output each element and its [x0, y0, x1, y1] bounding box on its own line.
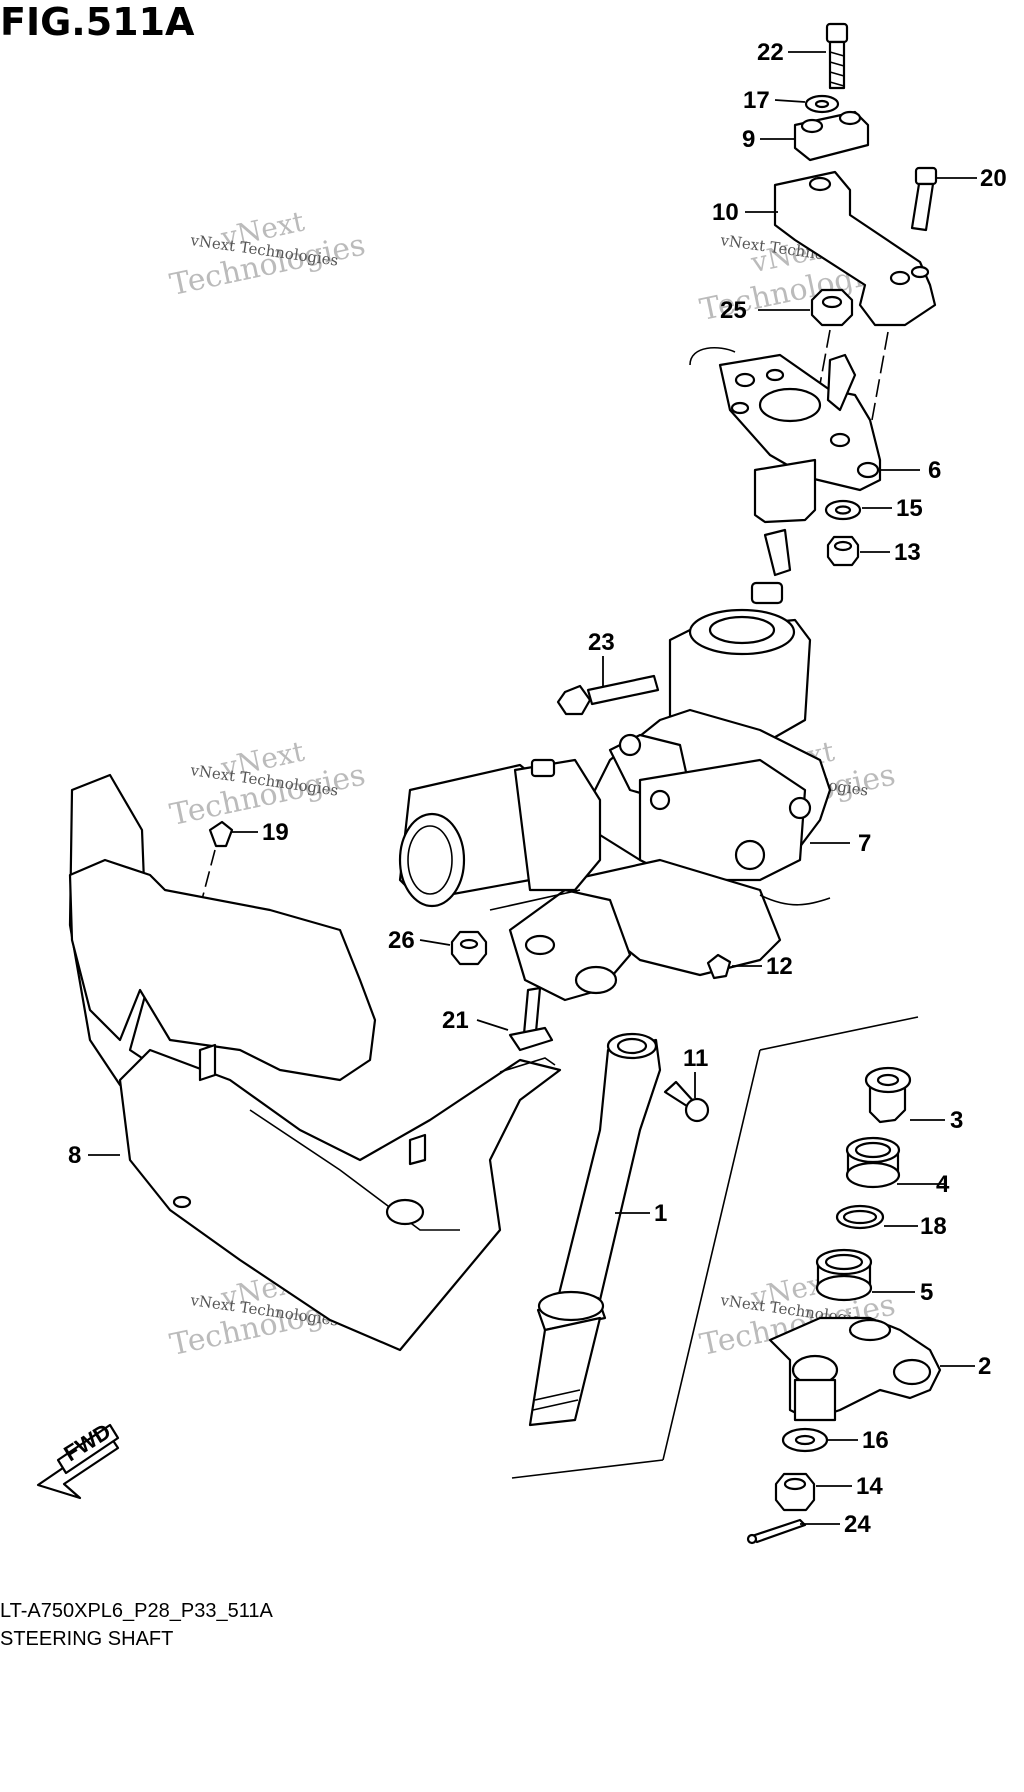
callout-19: 19: [262, 819, 289, 846]
callout-22: 22: [757, 39, 784, 66]
part-10-holder: [773, 170, 937, 327]
part-3-bushing: [864, 1066, 912, 1124]
part-15-washer: [824, 499, 862, 521]
part-26-nut: [450, 930, 488, 966]
callout-17: 17: [743, 87, 770, 114]
callout-18: 18: [920, 1213, 947, 1240]
callout-20: 20: [980, 165, 1007, 192]
callout-9: 9: [742, 126, 755, 153]
model-code: LT-A750XPL6_P28_P33_511A: [0, 1600, 273, 1622]
part-12-bolt: [706, 953, 732, 980]
callout-13: 13: [894, 539, 921, 566]
callout-15: 15: [896, 495, 923, 522]
callout-1: 1: [654, 1200, 667, 1227]
part-11-bolt: [663, 1080, 710, 1123]
callout-6: 6: [928, 457, 941, 484]
callout-3: 3: [950, 1107, 963, 1134]
part-18-oring: [835, 1204, 885, 1230]
part-17-washer: [804, 94, 840, 114]
part-4-seal: [845, 1136, 901, 1189]
figure-title: FIG.511A: [0, 0, 195, 44]
part-9-clamp: [793, 110, 870, 162]
callout-16: 16: [862, 1427, 889, 1454]
part-8-cover: [68, 773, 562, 1352]
part-20-bolt: [910, 166, 938, 232]
callout-2: 2: [978, 1353, 991, 1380]
fwd-arrow-icon: FWD: [36, 1418, 120, 1500]
part-7-eps-unit: [398, 528, 832, 1002]
part-22-bolt: [825, 22, 849, 90]
part-2-arm: [768, 1316, 942, 1422]
parts-diagram: vNext Technologies vNext Technologies vN…: [36, 22, 1007, 1545]
part-6-bracket: [689, 347, 882, 524]
callout-14: 14: [856, 1473, 883, 1500]
part-1-shaft: [528, 1032, 662, 1427]
part-24-cotter-pin: [746, 1518, 807, 1545]
callout-4: 4: [936, 1171, 950, 1198]
callout-21: 21: [442, 1007, 469, 1034]
part-14-nut: [774, 1472, 816, 1512]
callout-8: 8: [68, 1142, 81, 1169]
part-19-clip: [208, 820, 234, 848]
callout-26: 26: [388, 927, 415, 954]
part-13-nut: [826, 535, 860, 567]
part-23-bolt: [556, 674, 660, 716]
part-21-bolt: [508, 986, 554, 1052]
part-25-nut: [810, 288, 854, 327]
callout-12: 12: [766, 953, 793, 980]
callout-5: 5: [920, 1279, 933, 1306]
callout-10: 10: [712, 199, 739, 226]
part-16-washer: [781, 1427, 829, 1453]
part-5-seal: [815, 1248, 873, 1302]
callout-7: 7: [858, 830, 871, 857]
callouts: 22 17 9 10 20 25 6 15 13 23 7 19 26 12 2…: [68, 39, 1007, 1538]
figure-name: STEERING SHAFT: [0, 1628, 174, 1650]
callout-11: 11: [683, 1045, 708, 1072]
callout-25: 25: [720, 297, 747, 324]
callout-23: 23: [588, 629, 615, 656]
callout-24: 24: [844, 1511, 871, 1538]
